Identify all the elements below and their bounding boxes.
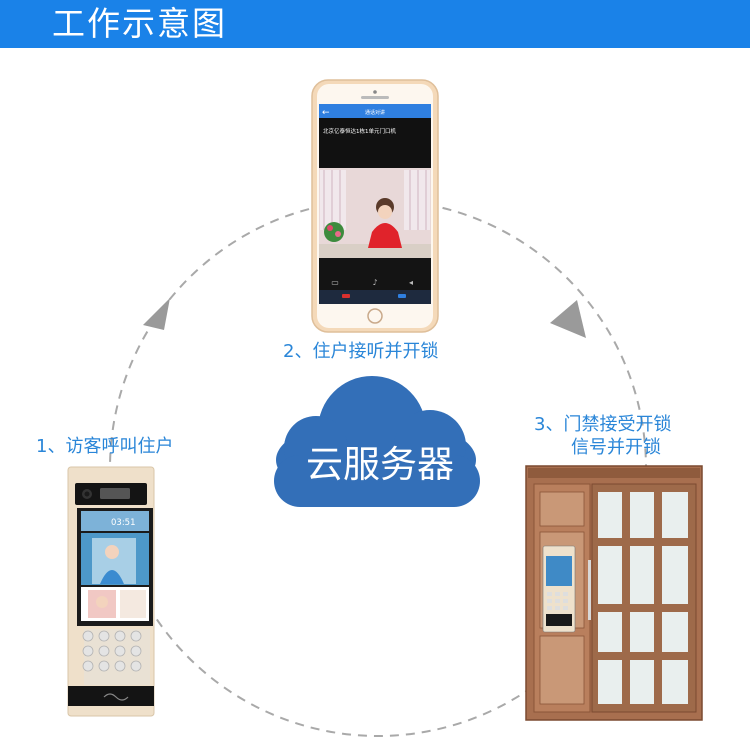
page-title: 工作示意图 <box>52 4 227 43</box>
header-bar: 工作示意图 <box>0 0 750 48</box>
security-door <box>525 465 703 721</box>
panel-clock: 03:51 <box>111 518 136 528</box>
svg-text:▭: ▭ <box>331 278 339 287</box>
step-1-label: 1、访客呼叫住户 <box>36 436 174 457</box>
step-3-label-line2: 信号并开锁 <box>571 437 661 458</box>
svg-text:◂: ◂ <box>409 278 413 287</box>
flow-arrow-right <box>550 300 586 338</box>
cloud-server-label: 云服务器 <box>306 443 454 486</box>
svg-text:←: ← <box>322 108 330 118</box>
phone-caller-text: 北京亿泰恒达1栋1单元门口机 <box>323 127 396 135</box>
svg-text:♪: ♪ <box>372 278 377 287</box>
flow-arrow-left <box>143 298 170 330</box>
phone-app-header <box>319 104 431 118</box>
step-3-label: 3、门禁接受开锁 <box>534 414 672 435</box>
step-2-label: 2、住户接听并开锁 <box>283 341 439 362</box>
smartphone-device: ← 通话对讲 北京亿泰恒达1栋1单元门口机 ▭ ♪ ◂ <box>311 79 439 333</box>
cloud-icon <box>274 376 480 507</box>
phone-header-title: 通话对讲 <box>365 109 385 116</box>
panel-screen-top <box>81 511 149 531</box>
door-intercom-panel: 03:51 <box>67 466 155 717</box>
